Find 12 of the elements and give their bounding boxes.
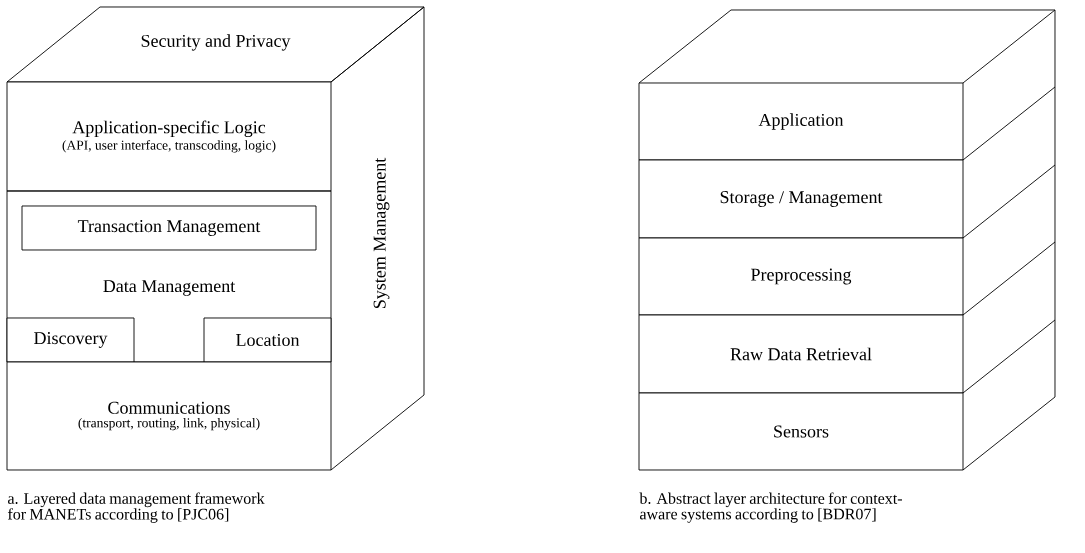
- component-box: Transaction Management: [21, 205, 317, 251]
- component-box: Discovery: [6, 317, 135, 363]
- layer-box: Storage / Management: [638, 159, 964, 239]
- layer-box: Application-specific Logic (API, user interface, transcoding, logic): [6, 81, 332, 192]
- component-box: Location: [203, 317, 332, 363]
- layer-box: Sensors: [638, 392, 964, 471]
- side-face: System Management: [330, 6, 425, 471]
- layer-box: Application: [638, 82, 964, 161]
- layer-box: Preprocessing: [638, 237, 964, 316]
- figure-caption: a. Layered data management framework for MANETs according to [PJC06]: [7, 492, 265, 523]
- figure-caption: b. Abstract layer architecture for context-aware systems according to [BDR07]: [639, 492, 902, 523]
- layer-box: Raw Data Retrieval: [638, 314, 964, 394]
